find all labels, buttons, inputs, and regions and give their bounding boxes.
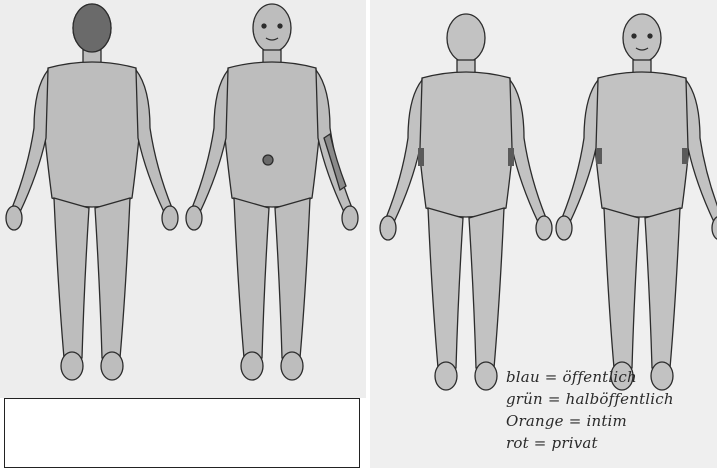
right-drawing-panel: blau = öffentlich grün = halböffentlich … xyxy=(370,0,717,468)
left-drawing-panel xyxy=(0,0,366,468)
color-legend: blau = öffentlich grün = halböffentlich … xyxy=(506,366,711,454)
legend-line-red: rot = privat xyxy=(506,432,711,454)
legend-line-orange: Orange = intim xyxy=(506,410,711,432)
blank-box xyxy=(4,398,360,468)
legend-line-blue: blau = öffentlich xyxy=(506,366,711,388)
legend-line-green: grün = halböffentlich xyxy=(506,388,711,410)
